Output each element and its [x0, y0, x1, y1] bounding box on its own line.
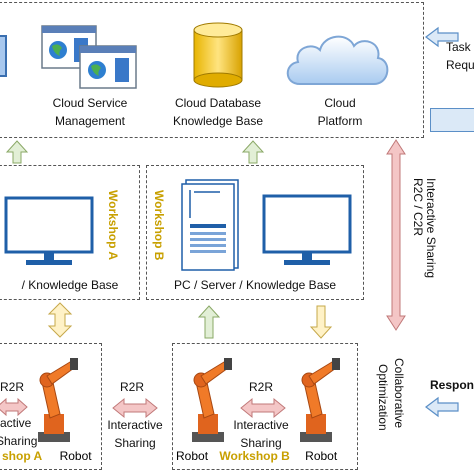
workshop-a-sharing-label: ractive Sharing — [0, 416, 38, 448]
workshop-a-bottom-label: shop A Robot — [2, 449, 92, 463]
workshop-b-frame — [146, 165, 364, 300]
workshop-b-r2r-label: R2R — [248, 380, 273, 394]
response-label: Respon — [430, 378, 474, 392]
task-request-arrow — [425, 26, 459, 48]
database-label: Cloud Database Knowledge Base — [172, 96, 264, 128]
cloud-layer-frame — [0, 2, 424, 138]
workshop-b-r2r-arrow — [240, 397, 286, 419]
workshop-b-sharing-label: Interactive Sharing — [233, 418, 289, 450]
up-arrow-b — [241, 140, 265, 164]
down-arrow-b-robot — [309, 305, 333, 339]
workshop-b-bottom-label: Robot Workshop B Robot — [176, 449, 338, 463]
cloud-platform-label: Cloud Platform — [317, 96, 363, 128]
workshop-b-kb-label: PC / Server / Knowledge Base — [173, 278, 337, 292]
r2c-label: R2C / C2R — [411, 178, 425, 237]
workshop-a-title: Workshop A — [106, 190, 120, 261]
response-arrow — [425, 396, 459, 418]
middle-sharing-label: Interactive Sharing — [107, 418, 163, 450]
workshop-b-monitor-icon — [262, 194, 352, 265]
task-request-label: Task Reque — [446, 40, 474, 72]
workshop-a-r2r-arrow — [0, 397, 28, 417]
server-document-icon — [181, 179, 239, 271]
partial-screen-icon — [0, 35, 7, 77]
middle-r2r-label: R2R — [119, 380, 144, 394]
middle-r2r-arrow — [112, 397, 158, 419]
robot-b-frame — [172, 343, 358, 470]
cloud-service-windows-icon — [41, 25, 137, 89]
interactive-sharing-vertical-label: Interactive Sharing — [424, 178, 438, 279]
double-arrow-a — [47, 302, 73, 338]
up-arrow-a — [5, 140, 29, 164]
optimization-label: Optimization — [376, 364, 390, 431]
workshop-a-frame — [0, 165, 140, 300]
workshop-a-r2r-label: R2R — [0, 380, 25, 394]
cloud-platform-icon — [286, 35, 389, 85]
database-icon — [193, 22, 243, 88]
workshop-a-kb-label: / Knowledge Base — [21, 278, 119, 292]
right-blue-bar — [430, 108, 474, 132]
workshop-a-monitor-icon — [4, 196, 94, 265]
robot-a-frame — [0, 343, 102, 470]
up-arrow-b-robot — [197, 305, 221, 339]
collaborative-label: Collaborative — [392, 358, 406, 429]
workshop-b-title: Workshop B — [152, 190, 166, 261]
robot-arm-icon-b-left — [192, 358, 232, 442]
robot-arm-icon-a — [38, 358, 78, 442]
r2c-vertical-arrow — [386, 139, 406, 331]
cloud-service-label: Cloud Service Management — [52, 96, 128, 128]
robot-arm-icon-b-right — [300, 358, 340, 442]
